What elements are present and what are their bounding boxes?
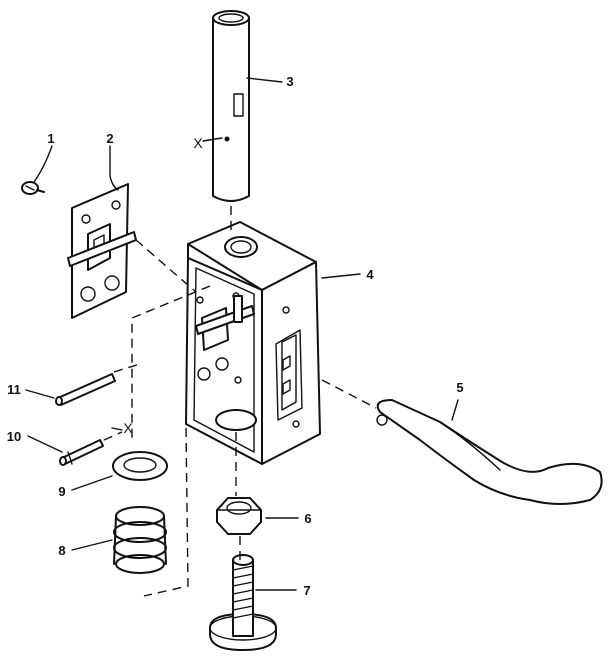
- part-10-pin: [59, 439, 104, 466]
- part-2-hinge-plate: [67, 183, 137, 319]
- assembly-lines: [103, 206, 377, 597]
- callout-2: 2: [106, 131, 113, 146]
- callout-10: 10: [7, 429, 21, 444]
- part-3-tube: [212, 10, 250, 202]
- x-mark-tube: X: [193, 135, 203, 151]
- callout-6: 6: [304, 511, 311, 526]
- callout-4: 4: [366, 267, 374, 282]
- part-4-switch-box: [185, 221, 321, 465]
- callout-9: 9: [58, 484, 65, 499]
- callout-3: 3: [286, 74, 293, 89]
- part-1-screw: [21, 181, 45, 195]
- callout-7: 7: [303, 583, 310, 598]
- x-mark-pin: X: [123, 420, 133, 436]
- part-7-bolt: [209, 554, 277, 651]
- part-11-pin: [55, 373, 116, 406]
- callout-11: 11: [7, 382, 21, 397]
- part-9-washer: [112, 451, 168, 481]
- part-8-spring: [113, 506, 167, 574]
- leader-lines: [25, 77, 459, 591]
- part-6-nut: [216, 497, 262, 535]
- callout-1: 1: [47, 131, 54, 146]
- callout-labels: 1 2 3 4 5 6 7 8 9 10 11 X X: [7, 74, 464, 598]
- part-5-lever: [376, 399, 603, 505]
- callout-8: 8: [58, 543, 65, 558]
- callout-5: 5: [456, 380, 463, 395]
